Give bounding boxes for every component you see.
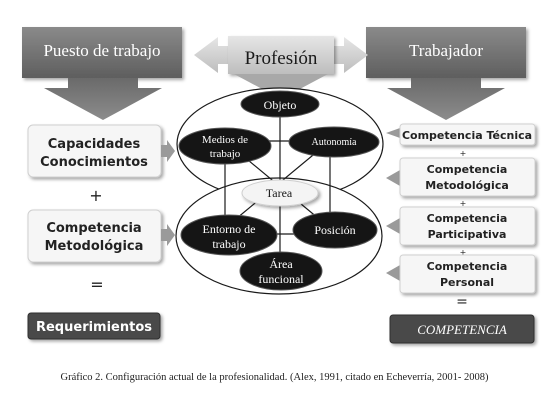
right-equals-sign: = xyxy=(456,294,468,310)
left-plus-sign: + xyxy=(89,186,102,205)
competencia-personal-line2: Personal xyxy=(440,276,494,289)
header-left-label: Puesto de trabajo xyxy=(43,41,160,60)
node-entorno-label-line2: trabajo xyxy=(212,237,245,251)
competencia-metodologica-left-line1: Competencia xyxy=(46,221,141,236)
requerimientos-label: Requerimientos xyxy=(36,320,152,335)
competencia-tecnica-label: Competencia Técnica xyxy=(402,129,532,142)
header-left-shape xyxy=(22,27,182,120)
node-tarea-label: Tarea xyxy=(266,186,293,200)
capacidades-label: Capacidades xyxy=(48,137,141,152)
competencia-participativa-line1: Competencia xyxy=(427,212,508,225)
figure-caption: Gráfico 2. Configuración actual de la pr… xyxy=(60,372,489,383)
node-autonomia-label: Autonomía xyxy=(312,137,358,148)
node-entorno-label-line1: Entorno de xyxy=(203,222,256,236)
competencia-metodologica-left-line2: Metodológica xyxy=(45,239,144,254)
node-medios-de-trabajo xyxy=(178,127,272,165)
right-arrow-4 xyxy=(386,265,400,281)
header-center-label: Profesión xyxy=(245,48,318,69)
node-area-label-line1: Área xyxy=(269,257,293,271)
competencia-result-box xyxy=(389,314,535,344)
competencia-metodologica-right-box xyxy=(399,157,536,197)
left-equals-sign: = xyxy=(90,275,103,294)
right-plus-sign-3: + xyxy=(460,248,467,257)
competencia-tecnica-box xyxy=(399,123,536,146)
right-plus-sign-2: + xyxy=(460,199,467,208)
requerimientos-box xyxy=(27,312,161,340)
left-arrow-2 xyxy=(161,224,175,246)
right-arrow-2 xyxy=(386,170,400,186)
header-center-double-arrow xyxy=(194,36,368,90)
competencia-participativa-line2: Participativa xyxy=(428,228,507,241)
node-objeto-label: Objeto xyxy=(264,98,297,112)
node-tarea xyxy=(241,179,319,207)
competencia-personal-line1: Competencia xyxy=(427,260,508,273)
node-medios-label-line2: trabajo xyxy=(210,148,241,160)
right-arrow-3 xyxy=(386,218,400,234)
node-area-funcional xyxy=(239,251,323,291)
node-entorno-de-trabajo xyxy=(180,214,278,256)
header-right-shape xyxy=(366,27,526,120)
right-arrow-1 xyxy=(386,128,400,138)
competencia-metodologica-right-line1: Competencia xyxy=(427,163,508,176)
competencia-metodologica-right-line2: Metodológica xyxy=(425,179,509,192)
competencia-participativa-box xyxy=(399,206,536,246)
node-posicion xyxy=(292,211,378,249)
header-right-label: Trabajador xyxy=(409,41,483,60)
node-autonomia xyxy=(288,126,380,158)
node-medios-label-line1: Medios de xyxy=(202,134,248,146)
left-arrow-1 xyxy=(161,140,175,162)
right-plus-sign-1: + xyxy=(460,149,467,158)
competencia-personal-box xyxy=(399,254,536,294)
node-area-label-line2: funcional xyxy=(258,272,304,286)
node-objeto xyxy=(240,90,320,118)
competencia-metodologica-left-box xyxy=(27,209,162,263)
competencia-result-label: COMPETENCIA xyxy=(417,322,507,337)
node-posicion-label: Posición xyxy=(314,223,355,237)
conocimientos-label: Conocimientos xyxy=(40,155,148,170)
